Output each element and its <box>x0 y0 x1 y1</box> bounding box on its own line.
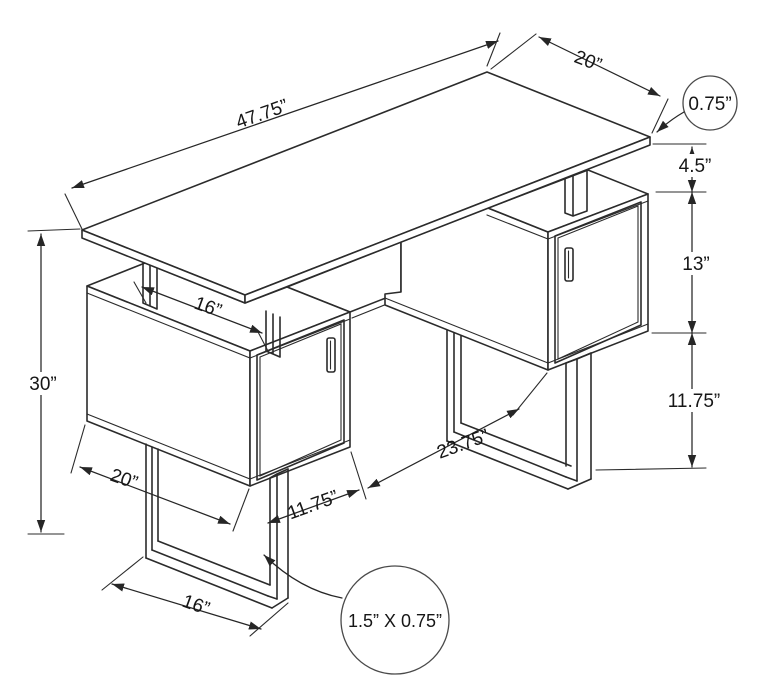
left-cabinet <box>86 262 351 487</box>
right-cabinet-front <box>547 193 649 371</box>
label-backgrounds <box>24 154 722 412</box>
dim-cabinet-height: 13” <box>682 254 709 275</box>
dim-desk-length: 47.75” <box>233 96 291 134</box>
dim-leg-runner: 16” <box>179 591 212 620</box>
dim-leg-tube-section: 1.5” X 0.75” <box>348 611 442 631</box>
left-door-handle <box>326 337 336 373</box>
dim-desk-depth: 20” <box>571 47 604 76</box>
thickness-callout-circle <box>682 75 738 131</box>
dim-top-gap: 4.5” <box>679 156 712 177</box>
dim-leg-height: 11.75” <box>668 391 720 412</box>
dim-cabinet-front-width: 11.75” <box>285 487 341 525</box>
right-cabinet-door <box>554 201 642 364</box>
right-door-handle <box>564 247 574 282</box>
dim-cabinet-depth: 20” <box>107 465 140 494</box>
dimension-lines <box>27 32 738 675</box>
right-cabinet <box>384 169 649 371</box>
dim-top-thickness: 0.75” <box>688 94 731 115</box>
dim-overall-height: 30” <box>29 374 56 395</box>
tube-callout-circle <box>340 565 450 675</box>
dim-knee-space: 23.75” <box>434 425 492 463</box>
left-cabinet-door <box>256 319 345 481</box>
